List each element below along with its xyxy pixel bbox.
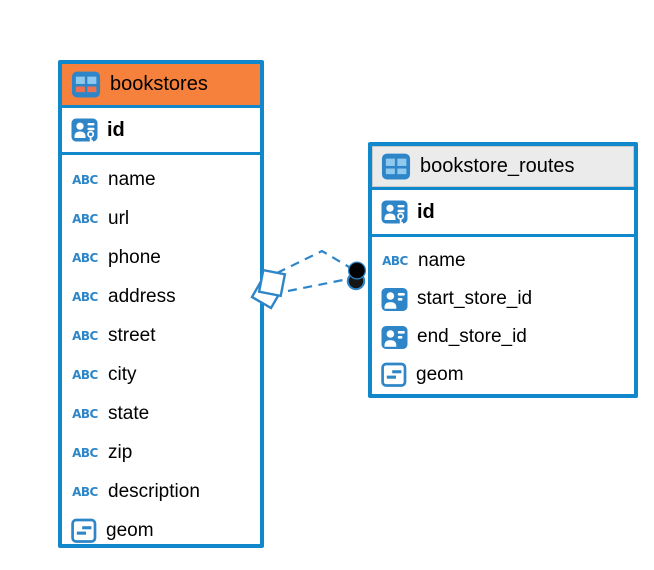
column-label: zip <box>108 441 133 463</box>
text-column-icon: ABC <box>72 484 98 499</box>
text-column-icon: ABC <box>382 254 408 268</box>
column-row-phone[interactable]: ABC phone <box>62 238 260 277</box>
text-column-icon: ABC <box>72 445 98 460</box>
column-row-city[interactable]: ABC city <box>62 355 260 394</box>
text-column-icon: ABC <box>72 406 98 421</box>
table-icon <box>381 153 411 180</box>
table-title: bookstores <box>110 73 208 95</box>
column-label: phone <box>108 246 161 268</box>
column-row-name[interactable]: ABC name <box>62 160 260 199</box>
primary-key-column-icon <box>71 117 98 144</box>
column-row-start-store-id[interactable]: start_store_id <box>372 280 634 318</box>
columns-list: ABC name start_store_id end_store_id geo… <box>372 237 634 401</box>
text-column-icon: ABC <box>72 172 98 187</box>
text-column-icon: ABC <box>72 289 98 304</box>
column-row-end-store-id[interactable]: end_store_id <box>372 318 634 356</box>
text-column-icon: ABC <box>72 328 98 343</box>
column-row-id[interactable]: id <box>372 190 634 237</box>
table-title: bookstore_routes <box>420 155 575 177</box>
column-row-id[interactable]: id <box>62 108 260 155</box>
table-icon <box>71 71 101 98</box>
column-label: id <box>107 118 125 141</box>
column-label: id <box>417 200 435 223</box>
column-row-street[interactable]: ABC street <box>62 316 260 355</box>
column-label: name <box>108 168 156 190</box>
columns-list: ABC name ABC url ABC phone ABC address A… <box>62 155 260 557</box>
column-label: state <box>108 402 150 424</box>
column-label: end_store_id <box>417 326 527 347</box>
column-row-geom[interactable]: geom <box>62 511 260 550</box>
column-label: street <box>108 324 156 346</box>
primary-key-column-icon <box>381 199 408 226</box>
column-label: geom <box>416 364 464 385</box>
column-label: url <box>108 207 130 229</box>
foreign-key-column-icon <box>381 324 408 351</box>
column-row-zip[interactable]: ABC zip <box>62 433 260 472</box>
column-label: start_store_id <box>417 288 533 309</box>
text-column-icon: ABC <box>72 250 98 265</box>
column-row-name[interactable]: ABC name <box>372 242 634 280</box>
text-column-icon: ABC <box>72 367 98 382</box>
bookstores-header[interactable]: bookstores <box>62 64 260 108</box>
text-column-icon: ABC <box>72 211 98 226</box>
foreign-key-column-icon <box>381 286 408 313</box>
column-label: geom <box>106 519 154 541</box>
column-row-description[interactable]: ABC description <box>62 472 260 511</box>
column-label: address <box>108 285 176 307</box>
column-label: city <box>108 363 137 385</box>
column-row-url[interactable]: ABC url <box>62 199 260 238</box>
column-row-state[interactable]: ABC state <box>62 394 260 433</box>
relationship-dot-endpoint[interactable] <box>346 261 367 291</box>
geometry-column-icon <box>71 518 97 544</box>
entity-bookstore-routes[interactable]: bookstore_routes id ABC name start_store… <box>368 142 638 398</box>
geometry-column-icon <box>381 362 407 388</box>
column-row-address[interactable]: ABC address <box>62 277 260 316</box>
column-label: description <box>108 480 200 502</box>
column-label: name <box>418 250 466 271</box>
relationship-lines[interactable] <box>276 249 350 293</box>
column-row-geom[interactable]: geom <box>372 356 634 394</box>
bookstore-routes-header[interactable]: bookstore_routes <box>372 146 634 190</box>
entity-bookstores[interactable]: bookstores id ABC name ABC url ABC phone… <box>58 60 264 548</box>
